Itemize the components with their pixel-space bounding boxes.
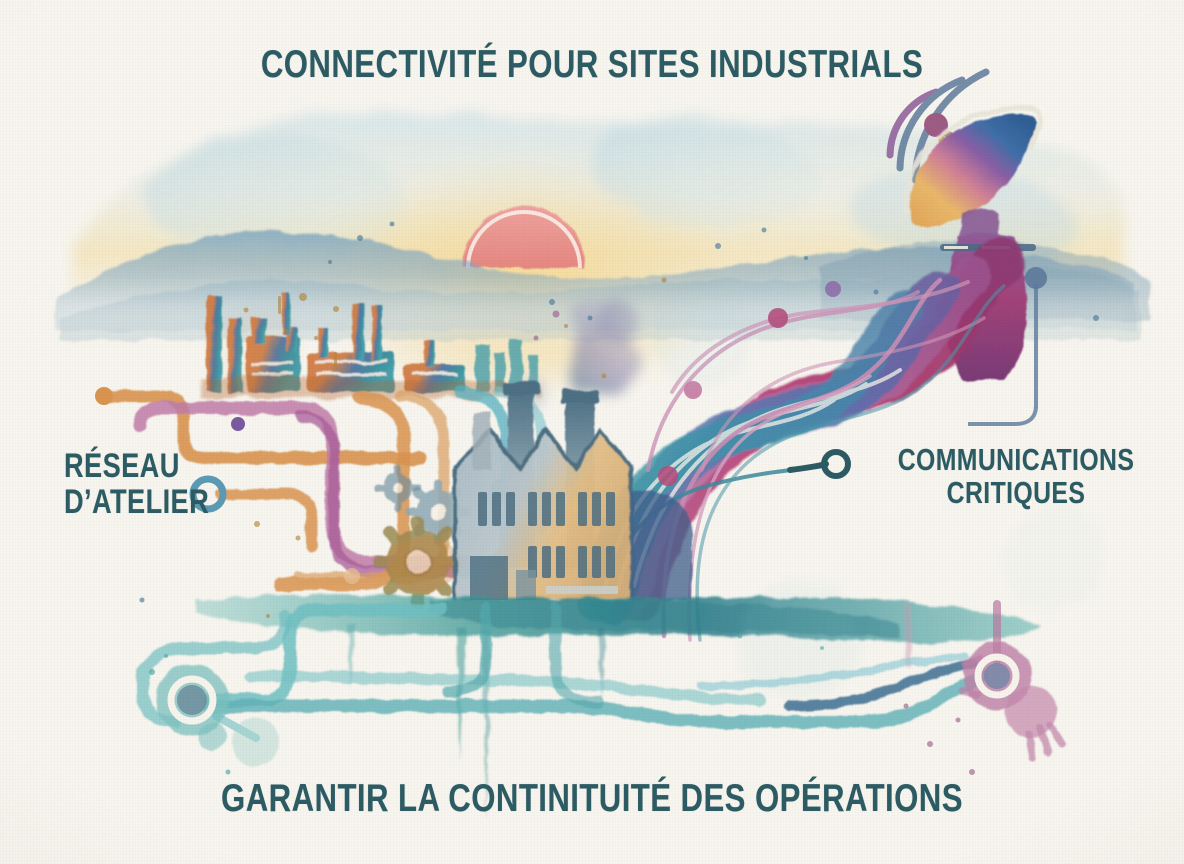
ground-node-right xyxy=(958,642,1066,762)
page-title-bottom: GARANTIR LA CONTINITUITÉ DES OPÉRATIONS xyxy=(221,777,963,820)
cable-node-dot xyxy=(768,308,788,328)
label-reseau-atelier-line1: RÉSEAU xyxy=(64,447,180,485)
gears xyxy=(372,464,471,608)
factory-windows xyxy=(478,492,615,578)
central-factory xyxy=(453,296,692,600)
cable-node-dot xyxy=(95,387,113,405)
label-reseau-atelier: RÉSEAU D’ATELIER xyxy=(64,448,256,520)
continuity-loop-cables xyxy=(135,600,1001,729)
label-communications-critiques: COMMUNICATIONS CRITIQUES xyxy=(896,442,1136,510)
cable-node-dot xyxy=(825,281,841,297)
page-title-top: CONNECTIVITÉ POUR SITES INDUSTRIALS xyxy=(260,43,924,86)
label-communications-critiques-line1: COMMUNICATIONS xyxy=(897,442,1135,477)
gear-mid xyxy=(374,464,422,512)
ground-node-left xyxy=(156,664,279,766)
cable-node-dot xyxy=(344,568,360,584)
label-communications-critiques-line2: CRITIQUES xyxy=(946,474,1086,510)
cable-node-dot xyxy=(658,466,678,486)
cable-node-dot xyxy=(231,417,245,431)
label-reseau-atelier-line2: D’ATELIER xyxy=(64,483,210,522)
critical-comms-port xyxy=(787,449,851,479)
sun xyxy=(462,206,586,269)
workshop-network-port xyxy=(189,475,227,513)
watercolor-splatters xyxy=(139,221,1104,792)
